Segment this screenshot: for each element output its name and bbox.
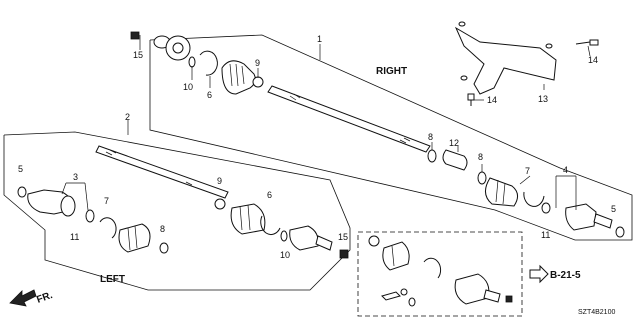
left-boot-band: [214, 198, 226, 210]
callout-8-mid: 8: [478, 152, 483, 162]
right-spindle-nut: [615, 226, 625, 238]
bracket-bolt-bottom: [467, 93, 475, 106]
callout-4: 4: [563, 165, 568, 175]
ref-inner-joint: [368, 235, 380, 247]
callout-7-right: 7: [525, 166, 530, 176]
callout-11-right: 11: [541, 230, 550, 240]
callout-15-top: 15: [133, 50, 143, 60]
left-outer-joint: [289, 225, 333, 251]
right-outer-circlip: [523, 191, 545, 207]
callout-3: 3: [73, 172, 78, 182]
callout-5-right: 5: [611, 204, 616, 214]
right-inner-joint: [153, 35, 191, 61]
left-inner-small-clip: [85, 209, 95, 223]
callout-14-top: 14: [588, 55, 598, 65]
callout-7-left: 7: [104, 196, 109, 206]
right-bearing-ring: [427, 149, 437, 163]
left-spindle-nut: [339, 249, 349, 259]
right-boot-band: [252, 76, 264, 88]
left-dust-ring: [17, 186, 27, 198]
callout-5-left: 5: [18, 164, 23, 174]
callout-10-left: 10: [280, 250, 290, 260]
callout-15-left: 15: [338, 232, 348, 242]
diagram-code: SZT4B2100: [578, 309, 615, 316]
callout-12: 12: [449, 138, 459, 148]
left-boot-clip: [159, 242, 169, 254]
ref-circlip: [423, 257, 442, 279]
reference-arrow-icon: [529, 264, 549, 284]
right-group-label: RIGHT: [376, 66, 407, 77]
callout-6-right: 6: [207, 90, 212, 100]
callout-11-left: 11: [70, 232, 79, 242]
left-inner-circlip: [99, 217, 117, 239]
right-inner-boot: [221, 60, 256, 95]
left-driveshaft: [95, 145, 229, 199]
callout-1: 1: [317, 34, 322, 44]
right-small-clip: [477, 171, 487, 185]
callout-13: 13: [538, 94, 548, 104]
reference-parts-box: [357, 231, 523, 317]
left-group-label: LEFT: [100, 274, 125, 285]
callout-9-right: 9: [255, 58, 260, 68]
front-direction-arrow-icon: [9, 289, 37, 307]
callout-10-right: 10: [183, 82, 193, 92]
left-outer-circlip: [260, 215, 281, 236]
right-outer-joint: [565, 203, 613, 231]
bracket-bolt-top: [575, 39, 599, 46]
ref-clamp: [381, 288, 416, 307]
right-dust-seal: [541, 202, 551, 214]
callout-8-left: 8: [160, 224, 165, 234]
reference-label: B-21-5: [550, 270, 581, 281]
ref-boot: [382, 241, 410, 271]
right-intermediate-bearing: [442, 149, 468, 171]
left-inner-boot: [118, 223, 151, 253]
front-direction-label: FR.: [35, 290, 54, 306]
right-assembly-frame: [149, 34, 633, 241]
leader-lines: [61, 35, 591, 211]
callout-6-left: 6: [267, 190, 272, 200]
right-driveshaft: [267, 85, 431, 153]
right-joint-circlip: [199, 50, 218, 76]
ref-outer-joint: [454, 273, 513, 305]
left-assembly-frame: [3, 131, 351, 291]
callout-14-bottom: 14: [487, 95, 497, 105]
callout-2: 2: [125, 112, 130, 122]
top-flange-bolt: [130, 31, 140, 40]
right-small-ring: [188, 56, 196, 68]
bearing-support-bracket: [454, 21, 557, 95]
left-outer-boot: [230, 203, 266, 235]
right-outer-boot: [485, 177, 518, 207]
callout-8-upper: 8: [428, 132, 433, 142]
left-outer-dust-seal: [280, 230, 288, 242]
callout-9-left: 9: [217, 176, 222, 186]
left-inner-joint: [27, 189, 76, 217]
